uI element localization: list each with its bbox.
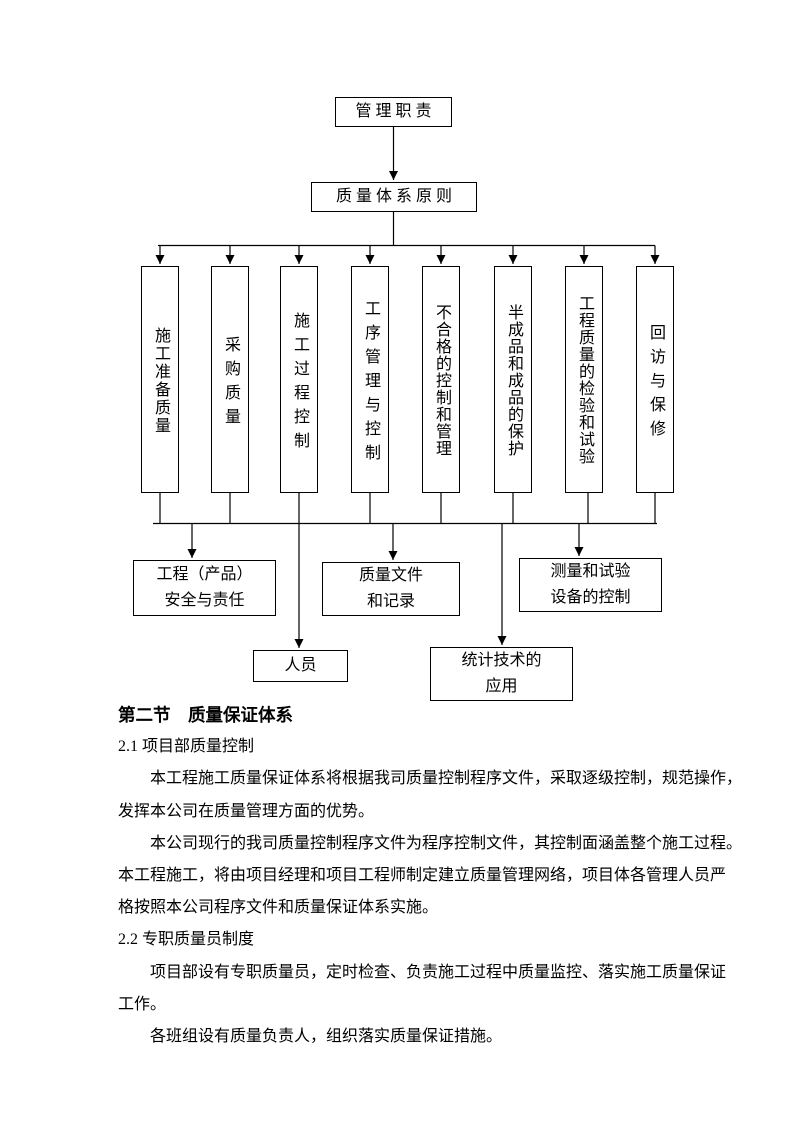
flowchart-box-label: 和记录 — [366, 593, 415, 610]
flowchart-box-label: 设备的控制 — [550, 589, 631, 606]
flowchart-box-label: 工序管理与控制 — [362, 299, 379, 468]
flowchart-box-label: 测量和试验 — [550, 563, 631, 580]
flowchart-box-label: 应用 — [485, 678, 518, 695]
flowchart-box-label: 半成品和成品的保护 — [505, 303, 522, 457]
flowchart-box-measuring-equipment-control: 测量和试验 设备的控制 — [519, 558, 662, 612]
flowchart-box-quality-system-principles: 质 量 体 系 原 则 — [311, 182, 477, 212]
flowchart-box-label: 工程质量的检验和试验 — [576, 295, 593, 465]
flowchart-box-label: 回访与保修 — [647, 323, 664, 444]
flowchart-box-label: 质 量 体 系 原 则 — [335, 188, 452, 205]
flowchart-box-inspection-and-testing: 工程质量的检验和试验 — [565, 266, 603, 493]
paragraph-line: 本工程施工质量保证体系将根据我司质量控制程序文件，采取逐级控制，规范操作， — [150, 770, 743, 788]
paragraph-line: 发挥本公司在质量管理方面的优势。 — [118, 802, 375, 820]
flowchart-box-label: 统计技术的 — [461, 652, 542, 669]
flowchart-box-return-visit-warranty: 回访与保修 — [636, 266, 674, 493]
flowchart-box-product-protection: 半成品和成品的保护 — [494, 266, 532, 493]
subsection-heading-2-2: 2.2 专职质量员制度 — [118, 931, 255, 949]
flowchart-box-construction-preparation-quality: 施工准备质量 — [141, 266, 179, 493]
flowchart-box-label: 管 理 职 责 — [355, 103, 432, 120]
flowchart-box-procurement-quality: 采购质量 — [211, 266, 249, 493]
flowchart-box-personnel: 人员 — [253, 650, 348, 682]
flowchart-box-label: 不合格的控制和管理 — [433, 303, 450, 457]
flowchart-box-nonconforming-control-management: 不合格的控制和管理 — [422, 266, 460, 493]
flowchart-box-label: 施工准备质量 — [152, 326, 169, 435]
paragraph-line: 格按照本公司程序文件和质量保证体系实施。 — [118, 899, 439, 917]
section-heading: 第二节 质量保证体系 — [118, 705, 293, 725]
flowchart-box-label: 安全与责任 — [164, 592, 245, 609]
document-body: 第二节 质量保证体系 2.1 项目部质量控制 本工程施工质量保证体系将根据我司质… — [118, 699, 750, 1053]
paragraph-line: 本工程施工，将由项目经理和项目工程师制定建立质量管理网络，项目体各管理人员严 — [118, 866, 727, 884]
flowchart-box-label: 采购质量 — [222, 335, 239, 432]
paragraph-line: 本公司现行的我司质量控制程序文件为程序控制文件，其控制面涵盖整个施工过程。 — [150, 834, 743, 852]
flowchart-box-label: 人员 — [284, 657, 317, 674]
flowchart-box-statistical-techniques: 统计技术的 应用 — [430, 647, 573, 701]
flowchart-box-quality-documents-records: 质量文件 和记录 — [322, 562, 460, 616]
flowchart-box-procedure-management-control: 工序管理与控制 — [351, 266, 389, 493]
quality-system-flowchart: 管 理 职 责 质 量 体 系 原 则 施工准备质量 采购质量 施工过程控制 工… — [133, 97, 674, 701]
flowchart-box-label: 施工过程控制 — [291, 311, 308, 456]
flowchart-box-label: 质量文件 — [358, 567, 423, 584]
paragraph-line: 各班组设有质量负责人，组织落实质量保证措施。 — [150, 1027, 503, 1045]
paragraph-line: 工作。 — [118, 995, 167, 1013]
flowchart-box-management-duty: 管 理 职 责 — [335, 97, 452, 127]
flowchart-box-product-safety-responsibility: 工程（产品） 安全与责任 — [133, 560, 276, 616]
flowchart-box-construction-process-control: 施工过程控制 — [280, 266, 318, 493]
subsection-heading-2-1: 2.1 项目部质量控制 — [118, 738, 255, 756]
flowchart-box-label: 工程（产品） — [156, 566, 253, 583]
paragraph-line: 项目部设有专职质量员，定时检查、负责施工过程中质量监控、落实施工质量保证 — [150, 963, 727, 981]
